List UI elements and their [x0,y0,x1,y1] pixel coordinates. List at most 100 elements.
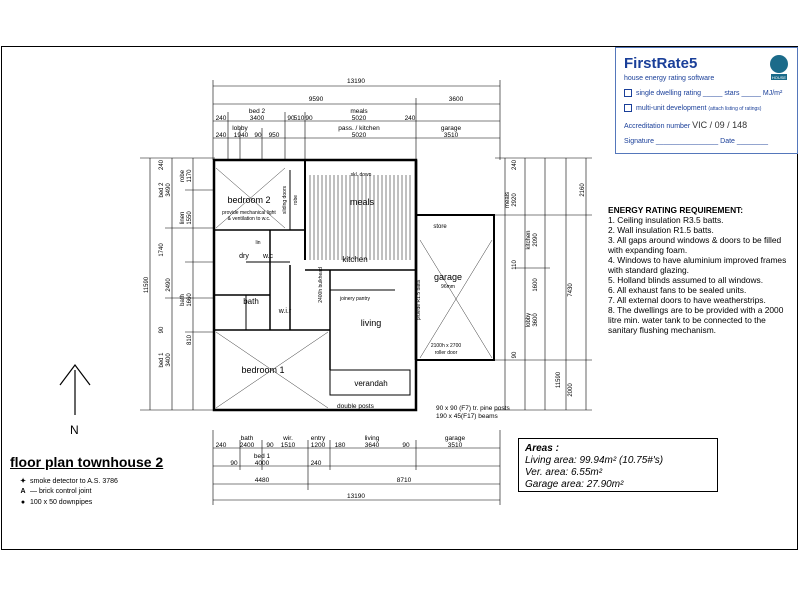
dim-bottom-3640: 3640 [365,442,380,449]
multi-checkbox[interactable] [624,104,632,112]
dim-left-bed2: bed 2 [159,182,165,198]
accreditation-label: Accreditation number [624,123,691,130]
bottom-dimensions [212,430,501,505]
dim-right-kitchen: kitchen [526,230,532,249]
dim-right-2000: 2000 [568,383,574,397]
dim-top-lobby: lobby [232,125,248,132]
dim-top-5020b: 5020 [352,132,367,139]
dim-top-5020a: 5020 [352,115,367,122]
dim-bottom-2400: 2400 [240,442,255,449]
legend-downpipe: ●100 x 50 downpipes [16,499,92,506]
firstrate-panel: FirstRate5 house energy rating software … [615,47,798,154]
dim-right-lobby: lobby [526,313,532,327]
dim-top-240c: 240 [405,115,416,122]
house-logo-icon: HOUSE [770,55,788,80]
walls [212,158,495,412]
dim-left-2490: 2490 [166,278,172,292]
dim-bottom-3510: 3510 [448,442,463,449]
dim-left-overall: 11590 [144,276,150,293]
dim-right-2090: 2090 [533,233,539,247]
dim-top-garage: garage [441,125,462,132]
dim-bottom-overall: 13190 [347,493,365,500]
dim-right-3600: 3600 [533,313,539,327]
dim-bottom-180: 180 [335,442,346,449]
provide-batts: provide R1.5 batts [416,279,422,320]
dim-left-90: 90 [159,326,165,333]
dim-left-1740: 1740 [159,243,165,257]
bulkhead: 2400h bulkhead [318,267,324,303]
accreditation-value: VIC / 09 / 148 [692,120,748,130]
room-garage: garage [434,272,462,282]
mj-label: MJ/m² [762,89,783,97]
room-living: living [361,318,382,328]
room-kitchen: kitchen [342,255,367,264]
dim-left-1170: 1170 [187,169,193,183]
room-bedroom-1: bedroom 1 [241,365,284,375]
dim-right-2160: 2160 [580,183,586,197]
dim-top-90c: 90 [254,132,262,139]
legend-brick: A— brick control joint [16,488,91,495]
firstrate-title: FirstRate5 [624,55,698,72]
energy-item: 4. Windows to have aluminium improved fr… [608,255,787,275]
room-robe: robe [293,195,299,205]
dim-left-3490: 3490 [166,183,172,197]
dim-bottom-entry: entry [311,435,326,442]
legend-smoke: ✦smoke detector to A.S. 3786 [16,477,118,485]
room-wir: w.i.r [278,308,292,315]
areas-verandah: Ver. area: 6.55m² [525,467,603,478]
brick-joint-icon: A [20,488,26,495]
dim-bottom-240a: 240 [216,442,227,449]
date-label: Date [720,138,735,145]
dim-top-240b: 240 [216,132,227,139]
single-checkbox[interactable] [624,89,632,97]
dim-right-7430: 7430 [568,283,574,297]
dim-right-240: 240 [512,159,518,170]
dim-bottom-garage: garage [445,435,466,442]
energy-item: 7. All external doors to have weatherstr… [608,295,766,305]
signature-label: Signature [624,138,654,145]
north-label: N [70,423,79,437]
dim-top-1940: 1940 [234,132,249,139]
firstrate-subtitle: house energy rating software [624,75,715,82]
room-meals: meals [350,197,375,207]
dim-bottom-90c: 90 [230,460,238,467]
areas-garage: Garage area: 27.90m² [525,479,624,490]
room-diagonals [215,167,493,409]
house-logo-text: HOUSE [772,75,787,80]
roller-size: 2100h x 2700 [431,343,462,349]
room-dry: dry [239,253,249,260]
dim-left-bed1: bed 1 [159,352,165,368]
dim-top-3600: 3600 [449,96,464,103]
room-verandah: verandah [354,379,387,388]
legend-smoke-text: smoke detector to A.S. 3786 [30,478,118,485]
dim-top-overall: 13190 [347,78,365,85]
energy-item: 3. All gaps around windows & doors to be… [608,235,782,255]
dim-bottom-1200: 1200 [311,442,326,449]
room-bath: bath [243,297,259,306]
joinery-pantry: joinery pantry [339,296,371,302]
stars-label: stars [724,89,740,97]
energy-item: 2. Wall insulation R1.5 batts. [608,225,714,235]
dim-left-linen: linen [180,212,186,225]
dim-left-robe: robe [180,169,186,182]
dim-bottom-90b: 90 [402,442,410,449]
energy-item: 6. All exhaust fans to be sealed units. [608,285,747,295]
sliding-doors: sliding doors [282,185,288,214]
dim-top-90b: 90 [305,115,313,122]
bedroom2-note1: provide mechanical light [222,210,276,216]
dim-right-110: 110 [512,260,518,270]
dim-bottom-wir: wir. [282,435,293,442]
old-down: skl. down [351,172,372,178]
multi-note: (attach listing of ratings) [708,105,762,112]
roller-door: roller door [435,350,458,356]
title-block: floor plan townhouse 2 [10,454,190,470]
dim-bottom-4000: 4000 [255,460,270,467]
meals-hatch [309,175,411,260]
left-dimensions [140,157,215,411]
top-dimensions [212,80,501,160]
room-bedroom-2: bedroom 2 [227,195,270,205]
energy-item: 8. The dwellings are to be provided with… [608,305,784,335]
room-wc: w.c [262,253,274,260]
note-posts: 90 x 90 (F7) tr. pine posts [436,405,510,412]
